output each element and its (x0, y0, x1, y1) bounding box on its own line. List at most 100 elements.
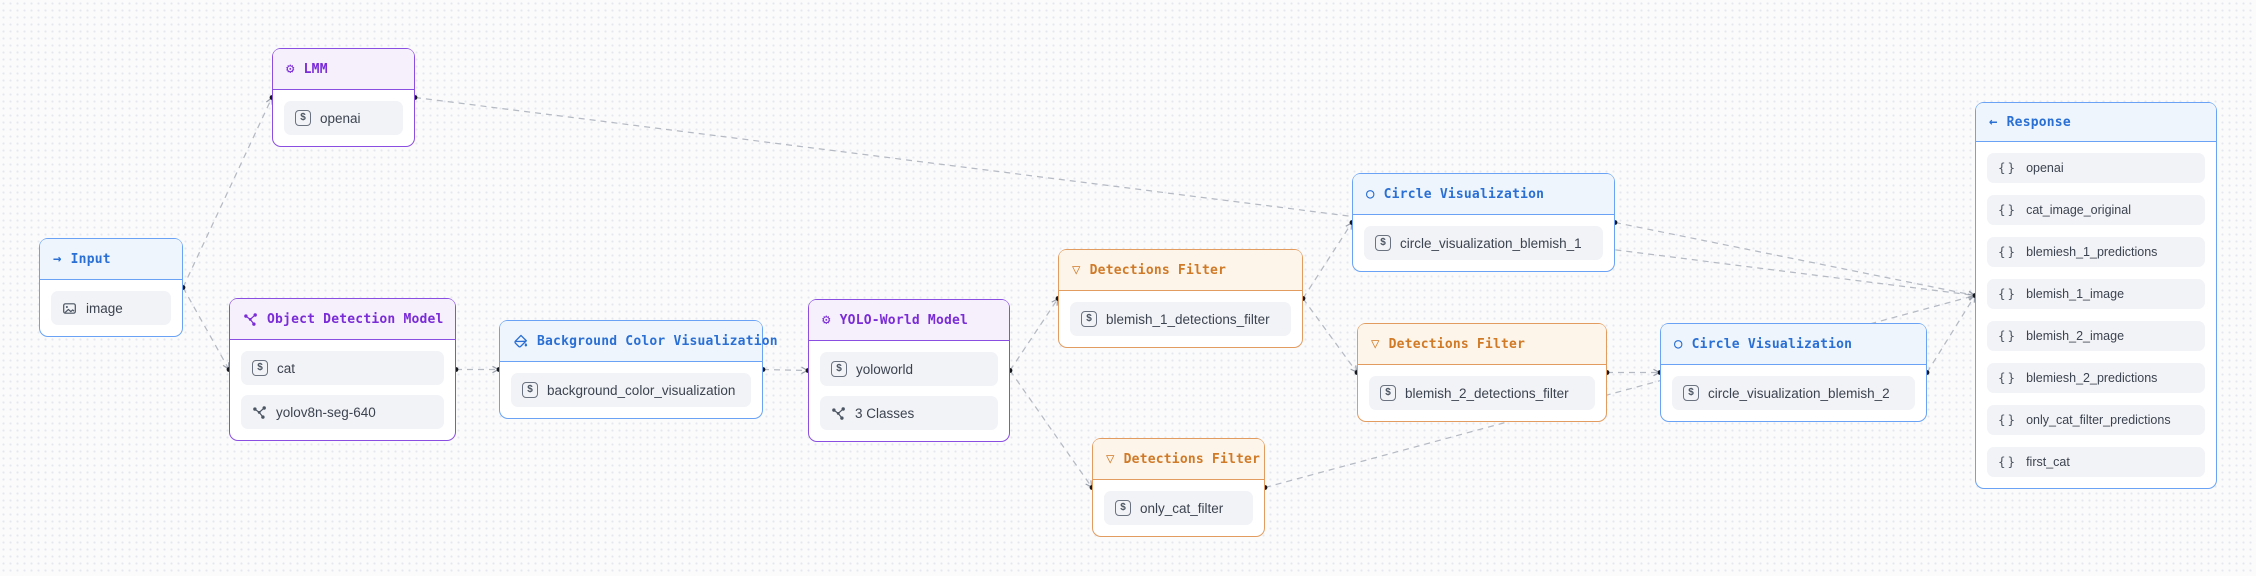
node-item[interactable]: $ circle_visualization_blemish_2 (1672, 376, 1915, 410)
node-item-label: first_cat (2026, 455, 2070, 469)
node-item[interactable]: $ only_cat_filter (1104, 491, 1253, 525)
node-item[interactable]: $background_color_visualization (511, 373, 751, 407)
model-icon (831, 406, 846, 421)
funnel-icon: ▽ (1371, 336, 1380, 352)
node-body: $ circle_visualization_blemish_2 (1661, 365, 1926, 421)
node-item[interactable]: {} openai (1987, 153, 2205, 183)
arrow-left-icon: ← (1989, 114, 1998, 130)
node-background_color_visualization[interactable]: Background Color Visualization $backgroun… (499, 320, 778, 419)
node-item[interactable]: yolov8n-seg-640 (241, 395, 444, 429)
node-item[interactable]: {}cat_image_original (1987, 195, 2205, 225)
braces-icon: {} (1998, 411, 2018, 427)
node-title: Object Detection Model (267, 311, 444, 327)
braces-icon: {} (1998, 327, 2018, 343)
edge-circle_visualization_2-to-response (1926, 296, 1976, 373)
node-title: LMM (303, 61, 328, 77)
node-item[interactable]: $ openai (284, 101, 403, 135)
node-body: $background_color_visualization (500, 362, 762, 418)
string-icon: $ (1375, 235, 1391, 251)
node-header: ○Circle Visualization (1353, 174, 1614, 215)
node-title: Circle Visualization (1383, 186, 1545, 202)
node-header: Object Detection Model (230, 299, 455, 340)
node-item-label: only_cat_filter_predictions (2026, 413, 2171, 427)
node-item-label: blemish_1_image (2026, 287, 2125, 301)
edge-input-to-object_detection_model (182, 287, 230, 370)
node-item-label: blemish_2_image (2026, 329, 2125, 343)
node-item[interactable]: $ yoloworld (820, 352, 998, 386)
node-response[interactable]: ←Response{}openai{}cat_image_original{}b… (1975, 102, 2217, 489)
string-icon: $ (1115, 500, 1131, 516)
node-body: $ cat yolov8n-seg-640 (230, 340, 455, 440)
node-item[interactable]: 3 Classes (820, 396, 998, 430)
node-title: Response (2006, 114, 2071, 130)
node-item[interactable]: $circle_visualization_blemish_1 (1364, 226, 1603, 260)
node-lmm[interactable]: ⚙LMM$openai (272, 48, 415, 147)
node-item-label: openai (2026, 161, 2064, 175)
node-body: $circle_visualization_blemish_1 (1353, 215, 1614, 271)
node-body: $blemish_2_detections_filter (1358, 365, 1606, 421)
edge-input-to-lmm (182, 98, 272, 288)
node-item[interactable]: {} first_cat (1987, 447, 2205, 477)
funnel-icon: ▽ (1072, 262, 1081, 278)
braces-icon: {} (1998, 159, 2018, 175)
edge-detections_filter_3-to-response (1264, 296, 1975, 489)
string-icon: $ (252, 360, 268, 376)
node-item-label: openai (320, 110, 361, 126)
node-circle_visualization_2[interactable]: ○ Circle Visualization $ circle_visualizati… (1660, 323, 1927, 422)
node-header: ○ Circle Visualization (1661, 324, 1926, 365)
node-body: $ yoloworld 3 Classes (809, 341, 1009, 441)
string-icon: $ (831, 361, 847, 377)
edge-detections_filter_1-to-circle_visualization_1 (1302, 223, 1353, 299)
node-body: $ only_cat_filter (1093, 480, 1264, 536)
node-header: Background Color Visualization (500, 321, 778, 362)
node-object_detection_model[interactable]: Object Detection Model $ cat yolov8n-seg-64… (229, 298, 456, 441)
arrow-right-icon: → (53, 251, 62, 267)
node-detections_filter_3[interactable]: ▽ Detections Filter $ only_cat_filter (1092, 438, 1265, 537)
node-detections_filter_2[interactable]: ▽Detections Filter $blemish_2_detections_… (1357, 323, 1607, 422)
braces-icon: {} (1998, 243, 2018, 259)
node-item[interactable]: image (51, 291, 171, 325)
node-body: image (40, 280, 182, 336)
braces-icon: {} (1998, 369, 2018, 385)
node-item-label: cat (277, 360, 296, 376)
funnel-icon: ▽ (1106, 451, 1115, 467)
edge-background_color_visualization-to-yolo_world_model (762, 370, 808, 371)
node-detections_filter_1[interactable]: ▽ Detections Filter $blemish_1_detections_… (1058, 249, 1303, 348)
node-item[interactable]: {}blemiesh_2_predictions (1987, 363, 2205, 393)
node-item[interactable]: $blemish_1_detections_filter (1070, 302, 1291, 336)
braces-icon: {} (1998, 453, 2018, 469)
string-icon: $ (295, 110, 311, 126)
node-item[interactable]: $ cat (241, 351, 444, 385)
node-item[interactable]: {} blemiesh_1_predictions (1987, 237, 2205, 267)
braces-icon: {} (1998, 285, 2018, 301)
string-icon: $ (1380, 385, 1396, 401)
node-title: Background Color Visualization (537, 333, 778, 349)
node-circle_visualization_1[interactable]: ○Circle Visualization $circle_visualizati… (1352, 173, 1615, 272)
edge-detections_filter_1-to-detections_filter_2 (1302, 298, 1358, 373)
string-icon: $ (1081, 311, 1097, 327)
braces-icon: {} (1998, 201, 2018, 217)
node-item[interactable]: {} blemish_2_image (1987, 321, 2205, 351)
node-title: Detections Filter (1123, 451, 1261, 467)
node-header: ▽Detections Filter (1358, 324, 1606, 365)
edge-yolo_world_model-to-detections_filter_1 (1009, 299, 1059, 371)
node-header: ▽ Detections Filter (1093, 439, 1264, 480)
node-item[interactable]: {} only_cat_filter_predictions (1987, 405, 2205, 435)
node-title: Circle Visualization (1691, 336, 1853, 352)
node-item-label: blemiesh_1_predictions (2026, 245, 2158, 259)
node-title: Detections Filter (1089, 262, 1227, 278)
model-icon (243, 312, 258, 327)
circle-icon: ○ (1674, 336, 1683, 352)
node-item[interactable]: {} blemish_1_image (1987, 279, 2205, 309)
node-item[interactable]: $blemish_2_detections_filter (1369, 376, 1595, 410)
model-icon (252, 405, 267, 420)
node-item-label: yoloworld (856, 361, 914, 377)
edge-circle_visualization_1-to-response (1614, 221, 1975, 296)
string-icon: $ (1683, 385, 1699, 401)
node-item-label: only_cat_filter (1140, 500, 1224, 516)
paint-bucket-icon (513, 334, 528, 349)
node-item-label: circle_visualization_blemish_2 (1708, 385, 1890, 401)
